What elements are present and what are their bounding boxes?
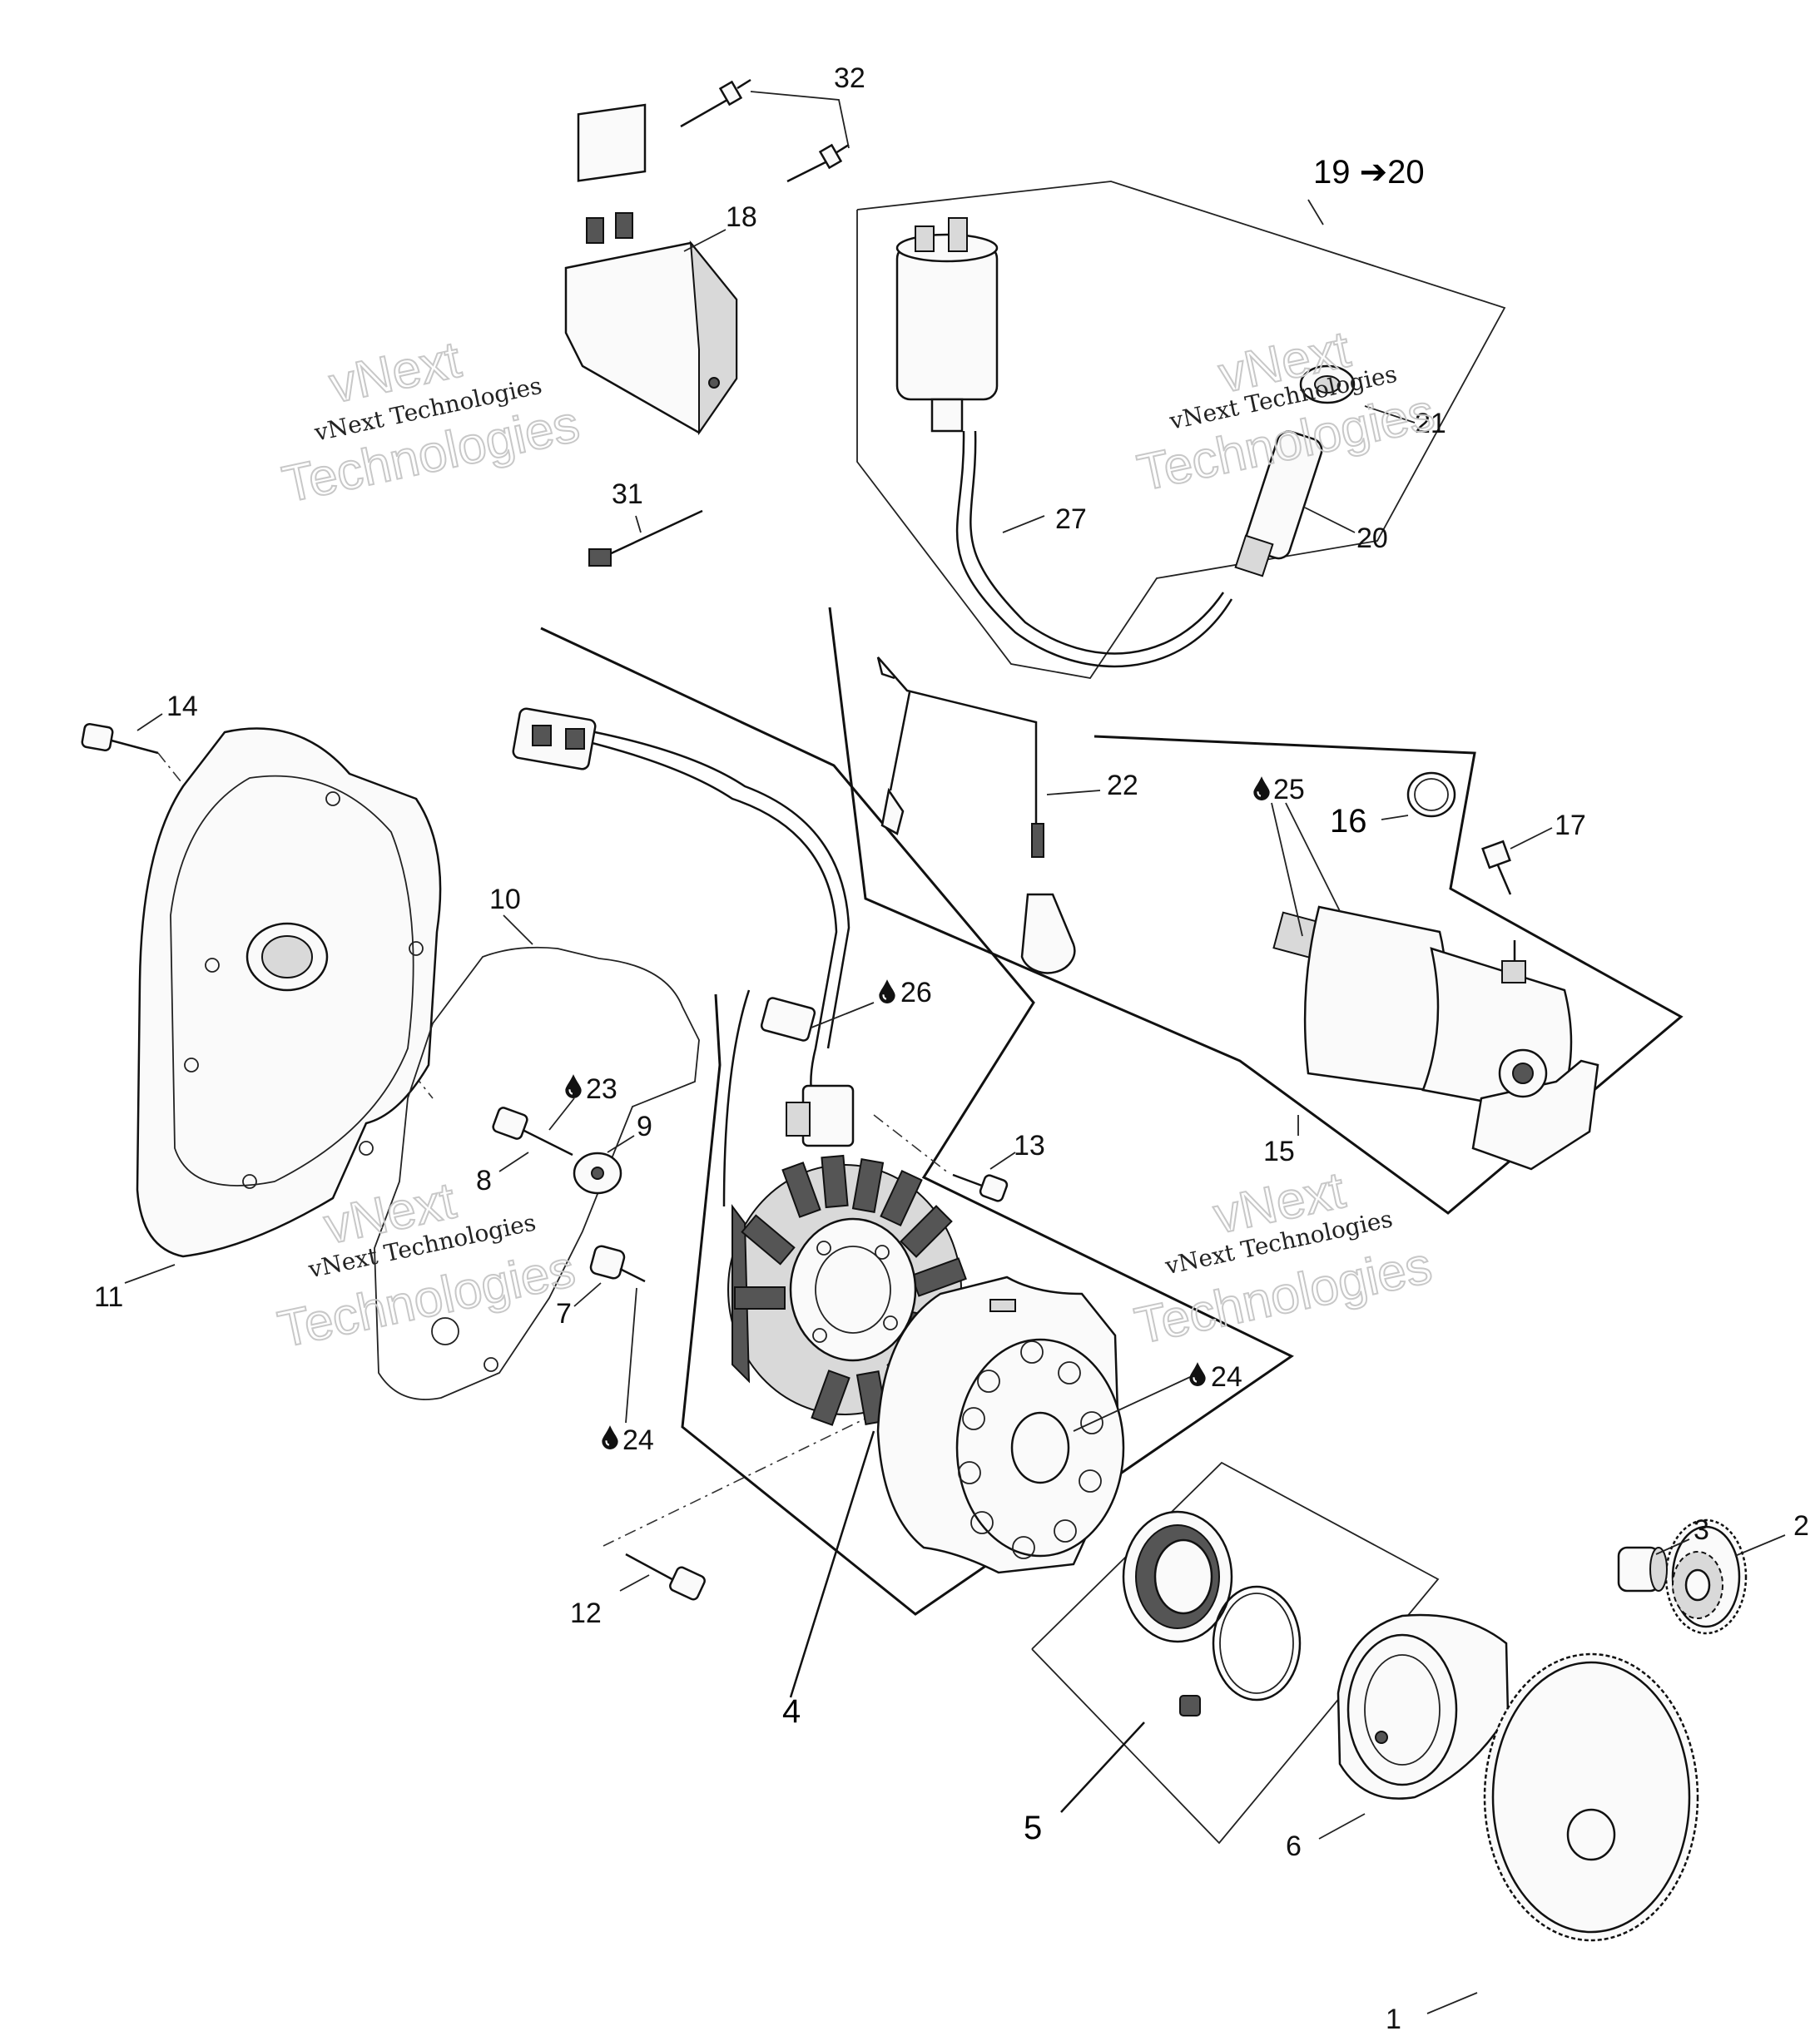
- sprag-clutch: [1122, 1510, 1302, 1717]
- screw-13: [952, 1173, 1009, 1202]
- screw-12: [625, 1553, 706, 1601]
- label-2: 2: [1793, 1510, 1809, 1542]
- label-17: 17: [1555, 810, 1586, 841]
- label-5: 5: [1024, 1810, 1042, 1846]
- label-22: 22: [1107, 770, 1138, 801]
- label-12: 12: [570, 1598, 602, 1629]
- oil-drop-icon: [564, 1073, 583, 1098]
- starter-idler-gear: [1664, 1518, 1748, 1635]
- bolt-14: [81, 722, 159, 755]
- voltage-regulator: [564, 103, 738, 436]
- stator-wiring: [512, 707, 855, 1207]
- screw-7: [589, 1245, 646, 1283]
- label-4: 4: [782, 1693, 801, 1730]
- leader-27: [1002, 515, 1045, 533]
- leader-8: [498, 1152, 529, 1172]
- leader-10: [503, 914, 533, 945]
- leader-16: [1381, 815, 1409, 820]
- label-9: 9: [637, 1111, 652, 1142]
- starter-motor: [1272, 905, 1599, 1171]
- label-16: 16: [1330, 803, 1367, 840]
- stator-group-frame: [540, 627, 1294, 1616]
- leader-19-20: [1307, 199, 1324, 225]
- starter-cables: [876, 656, 1076, 974]
- leader-18: [683, 229, 727, 252]
- gasket: [374, 946, 700, 1400]
- clutch-housing: [1336, 1613, 1510, 1800]
- leader-17: [1510, 827, 1553, 850]
- watermark-lower-right: vNext vNext Technologies Technologies: [1129, 1161, 1437, 1356]
- leader-32: [750, 91, 850, 149]
- leader-25b: [1285, 802, 1341, 912]
- leader-4: [789, 1430, 875, 1698]
- label-21: 21: [1415, 408, 1446, 439]
- rivet-upper: [680, 78, 751, 128]
- leader-25a: [1271, 802, 1303, 937]
- spark-plug-cap: [1234, 364, 1356, 577]
- label-20: 20: [1356, 523, 1388, 554]
- label-13: 13: [1014, 1130, 1045, 1162]
- bushing-3: [1617, 1546, 1668, 1593]
- label-26: 26: [900, 977, 932, 1008]
- label-15: 15: [1263, 1136, 1295, 1167]
- label-27: 27: [1055, 503, 1087, 535]
- label-10: 10: [489, 884, 521, 915]
- leader-6: [1318, 1813, 1366, 1840]
- label-11: 11: [94, 1281, 123, 1313]
- screw-17: [1481, 840, 1512, 895]
- leader-23: [548, 1097, 575, 1131]
- crankcase-cover: [136, 727, 442, 1258]
- label-24-lower: 24: [622, 1424, 654, 1456]
- leader-31: [635, 515, 642, 533]
- cable-tie: [588, 509, 703, 567]
- watermark-upper-right: vNext vNext Technologies Technologies: [1132, 320, 1440, 503]
- rivet-lower: [786, 143, 850, 183]
- oil-drop-icon: [601, 1424, 619, 1449]
- ring-gear: [1483, 1652, 1699, 1942]
- label-32: 32: [834, 62, 865, 94]
- oil-drop-icon: [1252, 775, 1271, 800]
- label-1: 1: [1386, 2004, 1401, 2035]
- centerline-12: [603, 1414, 875, 1547]
- leader-11: [124, 1264, 176, 1284]
- bolt-8: [492, 1107, 573, 1157]
- label-18: 18: [726, 201, 757, 233]
- label-6: 6: [1286, 1830, 1302, 1862]
- leader-26: [811, 1002, 875, 1028]
- leader-7: [573, 1282, 602, 1307]
- label-7: 7: [556, 1298, 572, 1330]
- leader-24b: [1073, 1376, 1191, 1432]
- leader-21: [1364, 405, 1416, 424]
- label-24-rotor: 24: [1211, 1361, 1242, 1393]
- label-3: 3: [1694, 1514, 1709, 1546]
- label-31: 31: [612, 478, 643, 510]
- leader-13: [989, 1152, 1016, 1170]
- label-8: 8: [476, 1165, 492, 1196]
- flywheel-rotor: [876, 1276, 1125, 1574]
- leader-12: [619, 1574, 650, 1592]
- label-19-20: 19 ➔20: [1313, 154, 1425, 191]
- leader-5: [1060, 1721, 1145, 1813]
- leader-22: [1046, 790, 1101, 795]
- leader-3: [1655, 1538, 1690, 1555]
- coil-group-frame: [856, 181, 1506, 679]
- leader-9: [607, 1135, 635, 1153]
- label-14: 14: [166, 691, 198, 722]
- ignition-coil: [895, 217, 1233, 668]
- leader-14: [136, 713, 163, 731]
- watermark-upper-left: vNext vNext Technologies Technologies: [277, 330, 585, 515]
- oil-drop-icon: [878, 978, 896, 1003]
- o-ring-16: [1406, 771, 1456, 818]
- leader-24a: [625, 1287, 637, 1424]
- label-23: 23: [586, 1073, 617, 1105]
- leader-20: [1304, 507, 1356, 533]
- leader-1: [1426, 1992, 1478, 2014]
- label-25: 25: [1273, 774, 1305, 805]
- leader-2: [1734, 1534, 1786, 1557]
- oil-drop-icon: [1188, 1361, 1207, 1386]
